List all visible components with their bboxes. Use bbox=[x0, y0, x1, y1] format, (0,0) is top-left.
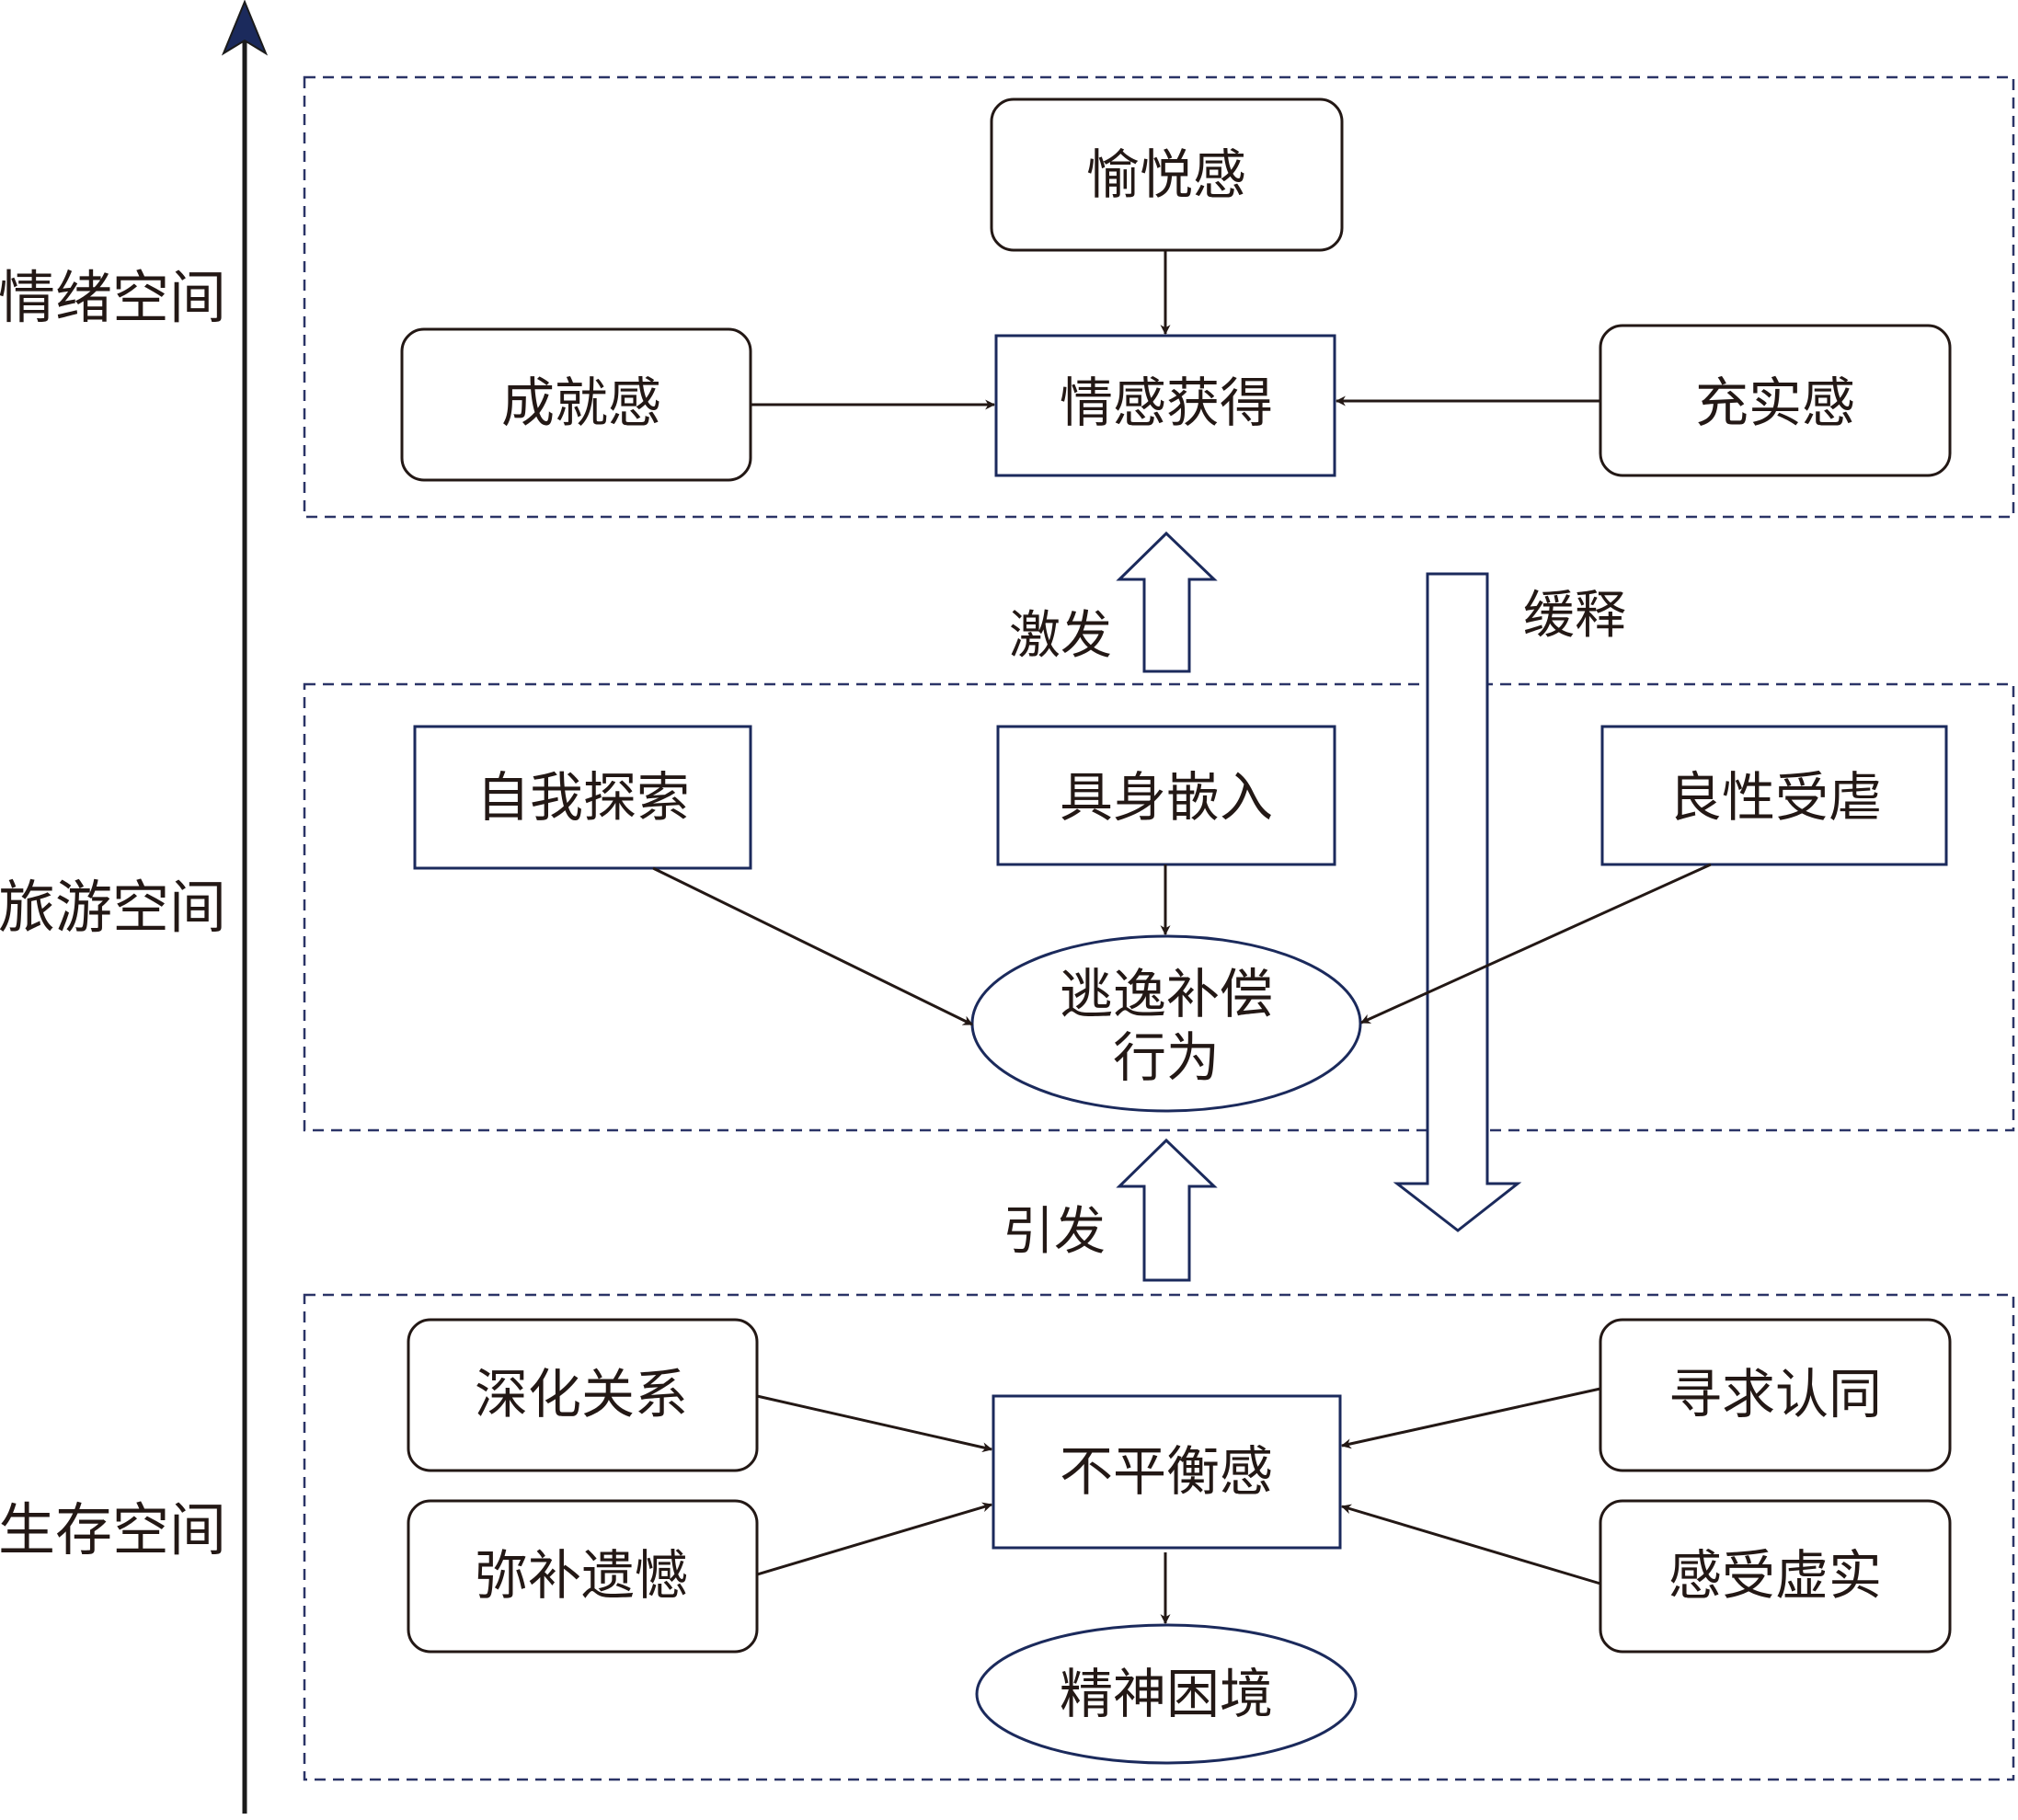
node-make-up-regret-label: 弥补遗憾 bbox=[475, 1544, 688, 1607]
edge-benign-masochism-to-escape bbox=[1359, 863, 1712, 1024]
relieve-arrow-icon bbox=[1393, 572, 1522, 1232]
node-benign-masochism: 良性受虐 bbox=[1600, 725, 1948, 866]
node-achievement: 成就感 bbox=[400, 327, 752, 482]
node-imbalance: 不平衡感 bbox=[992, 1394, 1342, 1550]
layer-label-tourism: 旅游空间 bbox=[0, 874, 226, 941]
node-seek-identity: 寻求认同 bbox=[1599, 1318, 1952, 1472]
node-pleasure-label: 愉悦感 bbox=[1086, 143, 1246, 206]
flow-label-inspire: 激发 bbox=[1009, 606, 1112, 666]
node-feel-reality: 感受虚实 bbox=[1599, 1499, 1952, 1654]
node-seek-identity-label: 寻求认同 bbox=[1668, 1363, 1882, 1425]
node-embodied: 具身嵌入 bbox=[996, 725, 1336, 866]
node-deepen-relations-label: 深化关系 bbox=[475, 1363, 688, 1425]
node-benign-masochism-label: 良性受虐 bbox=[1668, 766, 1882, 829]
node-escape-compensation-label-line2: 行为 bbox=[1113, 1026, 1220, 1089]
existence-space-zone bbox=[303, 1293, 2015, 1781]
edge-deepen-relations-to-imbalance bbox=[756, 1394, 993, 1453]
edge-make-up-regret-to-imbalance bbox=[756, 1502, 993, 1576]
node-escape-compensation: 逃逸补偿 行为 bbox=[970, 934, 1362, 1113]
node-make-up-regret: 弥补遗憾 bbox=[407, 1499, 759, 1654]
tourism-space-zone bbox=[303, 682, 2015, 1132]
node-escape-compensation-label-line1: 逃逸补偿 bbox=[1060, 963, 1273, 1025]
node-pleasure: 愉悦感 bbox=[990, 97, 1344, 252]
node-self-exploration: 自我探索 bbox=[413, 725, 752, 870]
axis-arrow-icon bbox=[221, 0, 269, 56]
edge-feel-reality-to-imbalance bbox=[1340, 1504, 1601, 1585]
edge-self-exploration-to-escape bbox=[652, 866, 973, 1026]
layer-label-emotion: 情绪空间 bbox=[0, 264, 226, 331]
node-fulfillment: 充实感 bbox=[1599, 324, 1952, 477]
layer-label-existence: 生存空间 bbox=[0, 1496, 226, 1563]
flow-label-trigger: 引发 bbox=[1003, 1202, 1106, 1262]
node-self-exploration-label: 自我探索 bbox=[476, 766, 690, 829]
edge-seek-identity-to-imbalance bbox=[1340, 1387, 1601, 1449]
node-spiritual-dilemma: 精神困境 bbox=[975, 1623, 1358, 1765]
node-spiritual-dilemma-label: 精神困境 bbox=[1060, 1663, 1273, 1725]
node-embodied-label: 具身嵌入 bbox=[1060, 766, 1273, 829]
node-emotion-gain: 情感获得 bbox=[994, 334, 1336, 477]
node-deepen-relations: 深化关系 bbox=[407, 1318, 759, 1472]
trigger-arrow-icon bbox=[1116, 1138, 1218, 1282]
inspire-arrow-icon bbox=[1116, 531, 1218, 673]
node-achievement-label: 成就感 bbox=[501, 372, 661, 434]
flow-label-relieve: 缓释 bbox=[1523, 586, 1626, 646]
node-emotion-gain-label: 情感获得 bbox=[1060, 372, 1273, 434]
node-feel-reality-label: 感受虚实 bbox=[1668, 1544, 1882, 1607]
emotion-space-zone bbox=[303, 75, 2015, 519]
node-imbalance-label: 不平衡感 bbox=[1060, 1440, 1273, 1503]
node-fulfillment-label: 充实感 bbox=[1695, 372, 1855, 434]
